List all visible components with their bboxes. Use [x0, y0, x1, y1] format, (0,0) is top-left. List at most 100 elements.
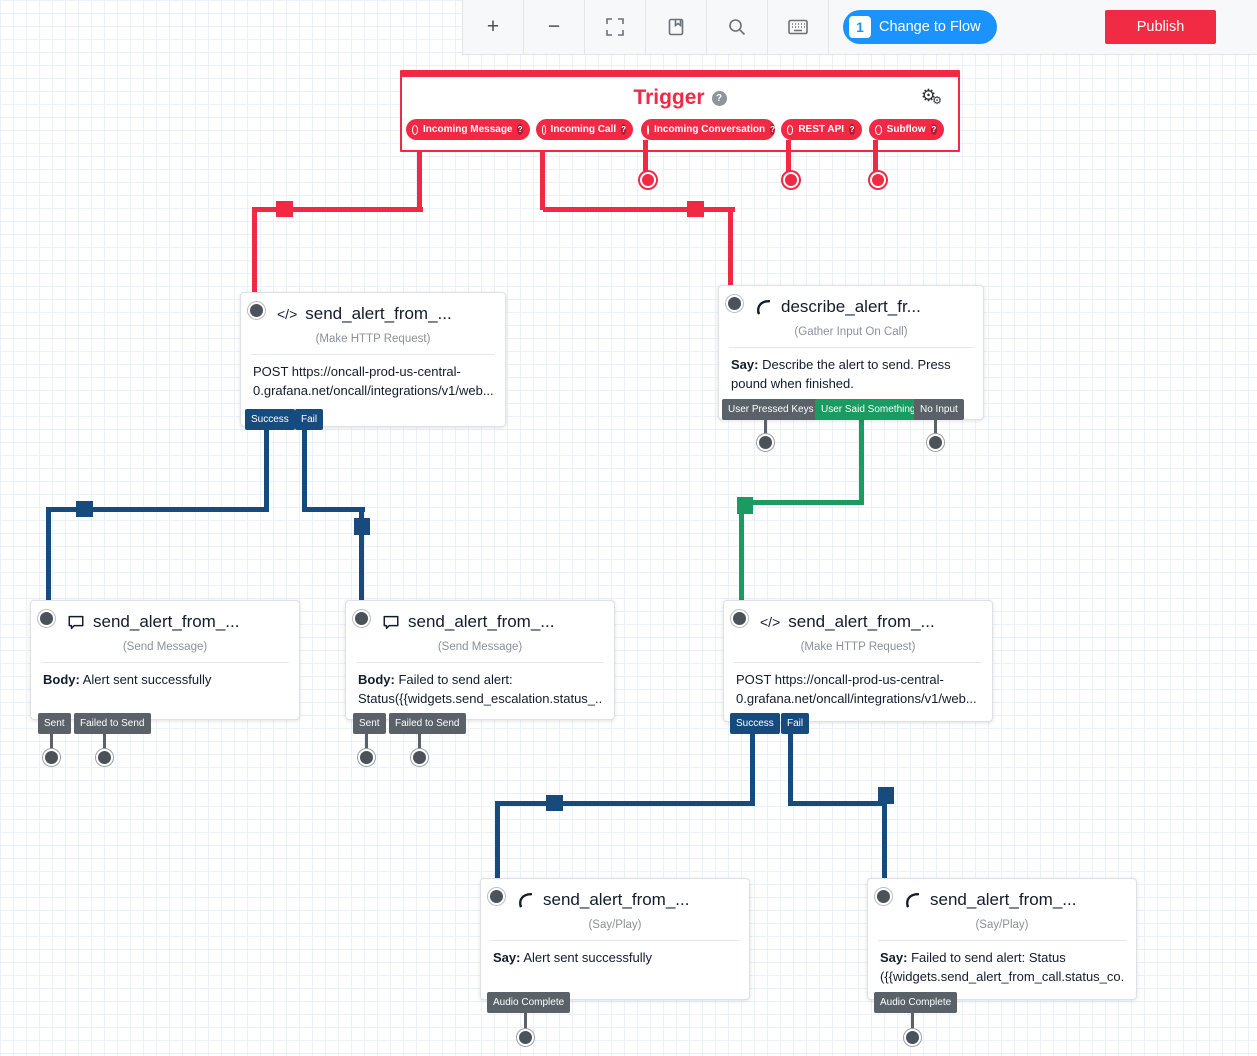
entry-connector[interactable] [875, 888, 892, 905]
divider [734, 662, 982, 663]
output-tag-success[interactable]: Success [730, 713, 780, 734]
connector-segment [252, 207, 423, 212]
body-line: ({{widgets.send_alert_from_call.status_c… [880, 969, 1124, 984]
body-line: POST https://oncall-prod-us-central- [253, 364, 461, 379]
widget-msg-fail[interactable]: send_alert_from_... (Send Message) Body:… [345, 600, 615, 720]
connector-stub [418, 733, 421, 751]
connector-segment [791, 801, 887, 806]
change-to-flow-button[interactable]: 1 Change to Flow [843, 10, 997, 44]
zoom-in-button[interactable]: + [463, 0, 524, 54]
pill-label: REST API [798, 124, 845, 135]
output-tag-failed-to-send[interactable]: Failed to Send [74, 713, 151, 734]
keyboard-shortcuts-button[interactable] [768, 0, 829, 54]
entry-connector[interactable] [38, 610, 55, 627]
trigger-pill-incoming-conversation[interactable]: Incoming Conversation ? [641, 119, 776, 140]
help-icon[interactable]: ? [517, 124, 523, 135]
output-tag-audio-complete[interactable]: Audio Complete [874, 992, 958, 1013]
phone-icon [904, 891, 922, 909]
search-button[interactable] [707, 0, 768, 54]
connector-stub [911, 1012, 914, 1031]
connector-stub [365, 733, 368, 751]
entry-connector[interactable] [726, 295, 743, 312]
help-icon[interactable]: ? [930, 124, 937, 135]
connector-segment [417, 140, 422, 210]
output-tag-user-said-something[interactable]: User Said Something [815, 399, 922, 420]
help-icon[interactable]: ? [770, 124, 776, 135]
widget-title: send_alert_from_... [408, 612, 555, 631]
connector-endpoint[interactable] [358, 749, 375, 766]
output-tag-failed-to-send[interactable]: Failed to Send [389, 713, 466, 734]
zoom-out-button[interactable]: − [524, 0, 585, 54]
output-tag-user-pressed-keys[interactable]: User Pressed Keys [722, 399, 820, 420]
body-line: Describe the alert to send. Press [758, 357, 951, 372]
divider [41, 662, 289, 663]
widget-http-sms[interactable]: </> send_alert_from_... (Make HTTP Reque… [240, 292, 506, 427]
toolbar: + − 1 Change to Flow Publish [462, 0, 1257, 55]
connector-segment [750, 734, 755, 806]
body-line: Status({{widgets.send_escalation.status_… [358, 691, 602, 706]
entry-connector[interactable] [248, 302, 265, 319]
connector-segment [788, 734, 793, 806]
publish-button[interactable]: Publish [1105, 10, 1216, 44]
output-tag-sent[interactable]: Sent [353, 713, 386, 734]
body-prefix: Body: [43, 672, 80, 687]
fit-view-button[interactable] [585, 0, 646, 54]
output-tag-fail[interactable]: Fail [295, 409, 324, 430]
connector-endpoint[interactable] [927, 434, 944, 451]
connector-endpoint[interactable] [96, 749, 113, 766]
fit-view-icon [606, 18, 624, 36]
widget-msg-success[interactable]: send_alert_from_... (Send Message) Body:… [30, 600, 300, 720]
connector-segment [359, 507, 364, 604]
connector-endpoint[interactable] [411, 749, 428, 766]
divider [878, 940, 1126, 941]
pill-label: Incoming Message [423, 124, 513, 135]
output-tag-no-input[interactable]: No Input [914, 399, 964, 420]
entry-connector[interactable] [353, 610, 370, 627]
help-icon[interactable]: ? [711, 90, 727, 106]
body-line: 0.grafana.net/oncall/integrations/v1/web… [736, 691, 977, 706]
code-icon: </> [760, 614, 781, 630]
widget-say-fail[interactable]: send_alert_from_... (Say/Play) Say: Fail… [867, 878, 1137, 1000]
settings-gears-icon[interactable]: ⚙⚙ [920, 86, 942, 107]
connector-endpoint[interactable] [640, 172, 656, 188]
trigger-pill-rest-api[interactable]: REST API ? [781, 119, 862, 140]
search-icon [729, 19, 746, 36]
help-icon[interactable]: ? [621, 124, 626, 135]
connector-endpoint[interactable] [904, 1029, 921, 1046]
widget-type: (Send Message) [437, 641, 523, 653]
phone-icon [755, 298, 773, 316]
trigger-pill-subflow[interactable]: Subflow ? [869, 119, 944, 140]
connector-arrow [76, 501, 93, 517]
divider [356, 662, 604, 663]
body-line: 0.grafana.net/oncall/integrations/v1/web… [253, 383, 493, 398]
library-button[interactable] [646, 0, 707, 54]
connector-endpoint[interactable] [870, 172, 886, 188]
output-tag-audio-complete[interactable]: Audio Complete [487, 992, 571, 1013]
output-tag-sent[interactable]: Sent [38, 713, 71, 734]
flow-count-badge: 1 [849, 16, 871, 38]
connector-endpoint[interactable] [43, 749, 60, 766]
trigger-pill-incoming-call[interactable]: Incoming Call ? [536, 119, 633, 140]
widget-type: (Say/Play) [588, 919, 642, 931]
help-icon[interactable]: ? [849, 124, 855, 135]
connector-endpoint[interactable] [757, 434, 774, 451]
trigger-pill-incoming-message[interactable]: Incoming Message ? [406, 119, 530, 140]
zoom-out-icon: − [547, 15, 561, 38]
body-line: Alert sent successfully [79, 672, 212, 687]
widget-http-call[interactable]: </> send_alert_from_... (Make HTTP Reque… [723, 600, 993, 722]
output-tag-fail[interactable]: Fail [781, 713, 810, 734]
widget-gather-call[interactable]: describe_alert_fr... (Gather Input On Ca… [718, 285, 984, 420]
widget-title: send_alert_from_... [305, 304, 452, 323]
output-tag-success[interactable]: Success [245, 409, 295, 430]
pill-label: Subflow [886, 124, 926, 135]
widget-say-success[interactable]: send_alert_from_... (Say/Play) Say: Aler… [480, 878, 750, 1000]
entry-connector[interactable] [731, 610, 748, 627]
body-prefix: Say: [731, 357, 759, 372]
entry-connector[interactable] [488, 888, 505, 905]
body-line: pound when finished. [731, 376, 854, 391]
widget-type: (Gather Input On Call) [794, 326, 908, 338]
connector-endpoint[interactable] [517, 1029, 534, 1046]
connector-endpoint[interactable] [783, 172, 799, 188]
connector-arrow [878, 787, 894, 804]
